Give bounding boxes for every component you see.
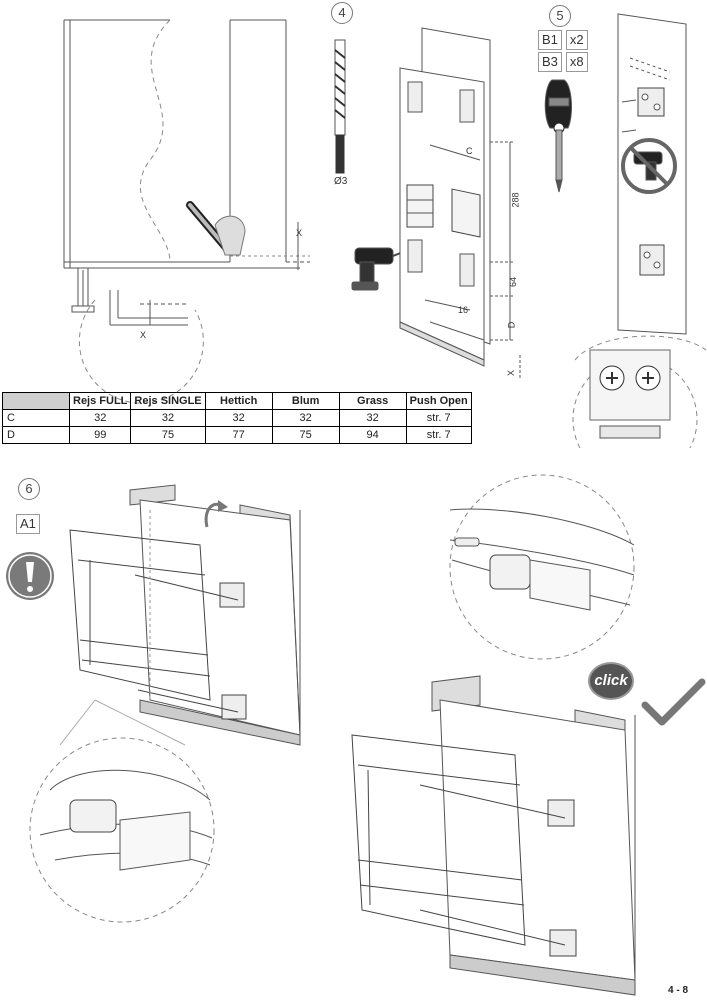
step-4-number: 4	[331, 2, 353, 24]
step-6-part: A1	[16, 514, 40, 534]
screwdriver-icon	[544, 79, 572, 193]
drill-bit-icon	[334, 39, 346, 174]
step-5-number: 5	[549, 5, 571, 27]
row-label: C	[2, 409, 70, 427]
checkmark-icon	[641, 678, 706, 726]
table-cell: 32	[338, 409, 407, 427]
table-cell: 75	[130, 426, 206, 444]
table-header: Blum	[271, 392, 340, 410]
table-row: D 99 75 77 75 94 str. 7	[2, 426, 472, 444]
dim-288: 288	[510, 192, 521, 208]
cabinet-assembly-right	[351, 675, 636, 996]
cabinet-side-diagram	[63, 19, 310, 404]
table-header-blank	[2, 392, 70, 410]
step-6-number: 6	[18, 478, 40, 500]
dim-64: 64	[508, 276, 519, 288]
table-header: Rejs SINGLE	[130, 392, 206, 410]
row-label: D	[2, 426, 70, 444]
table-cell: 77	[204, 426, 273, 444]
dim-c: C	[466, 146, 473, 156]
part-code: B3	[538, 52, 562, 72]
cabinet-assembly-left	[69, 484, 301, 746]
drill-size-label: Ø3	[334, 176, 348, 187]
table-cell: 32	[68, 409, 132, 427]
page-number: 4 - 8	[668, 985, 689, 996]
left-detail-circle	[29, 699, 215, 923]
right-detail-circle	[449, 474, 635, 660]
table-cell: 75	[271, 426, 340, 444]
rotate-arrow-icon	[204, 500, 228, 528]
table-header: Hettich	[204, 392, 273, 410]
part-row-b3: B3 x8	[538, 52, 588, 72]
table-cell: 32	[204, 409, 273, 427]
table-cell: 94	[338, 426, 407, 444]
dim-x-upper: X	[296, 228, 303, 238]
table-cell: str. 7	[405, 409, 472, 427]
dim-x-detail: X	[140, 330, 147, 340]
click-badge: click	[588, 662, 634, 700]
part-qty: x2	[565, 30, 588, 50]
dim-16: 16	[458, 305, 469, 315]
table-cell: 32	[130, 409, 206, 427]
part-qty: x8	[565, 52, 588, 72]
step-5-parts-list: B1 x2 B3 x8	[538, 30, 588, 72]
table-header: Push Open	[405, 392, 472, 410]
pencil-icon	[186, 201, 246, 256]
spec-table: Rejs FULL Rejs SINGLE Hettich Blum Grass…	[2, 392, 472, 444]
table-cell: str. 7	[405, 426, 472, 444]
side-panel-step4	[399, 27, 521, 380]
table-header-row: Rejs FULL Rejs SINGLE Hettich Blum Grass…	[2, 392, 472, 410]
warning-icon	[6, 552, 54, 600]
table-row: C 32 32 32 32 32 str. 7	[2, 409, 472, 427]
dim-x-lower: X	[506, 369, 517, 377]
table-cell: 32	[271, 409, 340, 427]
dim-d: D	[506, 321, 517, 329]
step5-detail-circle	[572, 335, 707, 449]
no-power-drill-icon	[621, 138, 677, 194]
part-code: B1	[538, 30, 562, 50]
part-row-b1: B1 x2	[538, 30, 588, 50]
table-header: Grass	[338, 392, 407, 410]
table-cell: 99	[68, 426, 132, 444]
table-header: Rejs FULL	[68, 392, 132, 410]
